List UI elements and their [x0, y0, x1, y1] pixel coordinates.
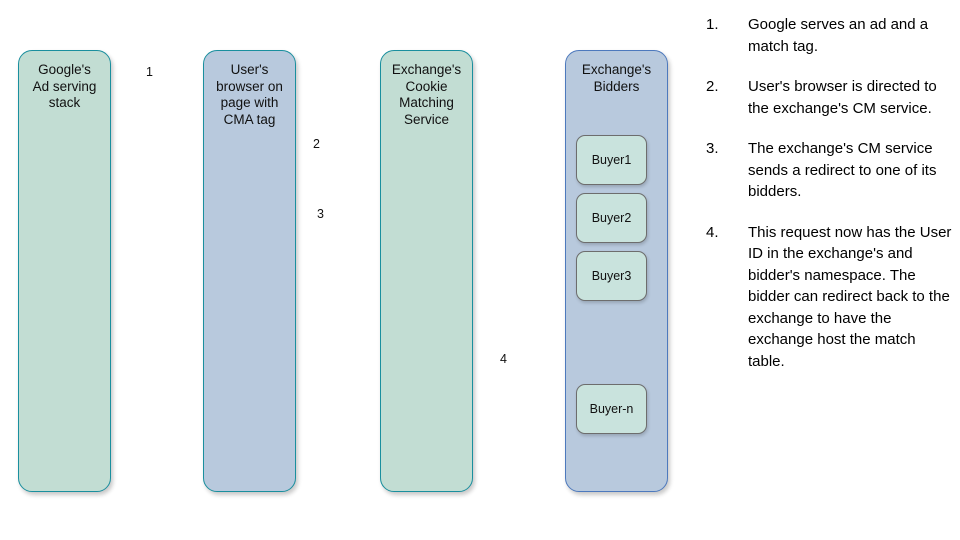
- step-number: 4.: [706, 223, 719, 241]
- step-number: 2.: [706, 78, 719, 95]
- node-exchange-cookie-matching-service: Exchange's Cookie Matching Service: [380, 50, 473, 492]
- buyer-chip: Buyer3: [576, 251, 647, 301]
- buyer-label: Buyer2: [591, 211, 632, 225]
- list-item: 2. User's browser is directed to the exc…: [706, 76, 952, 119]
- step-number: 1.: [706, 16, 719, 33]
- list-item: 4. This request now has the User ID in t…: [706, 222, 952, 373]
- step-text: User's browser is directed to the exchan…: [748, 78, 937, 117]
- step-text: This request now has the User ID in the …: [748, 223, 952, 370]
- buyer-label: Buyer1: [591, 153, 632, 167]
- buyer-chip: Buyer2: [576, 193, 647, 243]
- arrow-label-1: 1: [146, 65, 153, 79]
- node-label: Exchange's Bidders: [581, 62, 652, 94]
- node-user-browser: User's browser on page with CMA tag: [203, 50, 296, 492]
- buyer-label: Buyer-n: [589, 402, 634, 416]
- list-item: 3. The exchange's CM service sends a red…: [706, 138, 952, 203]
- buyer-label: Buyer3: [591, 269, 632, 283]
- step-text: Google serves an ad and a match tag.: [748, 16, 929, 55]
- step-number: 3.: [706, 140, 719, 157]
- arrow-label-4: 4: [500, 352, 507, 366]
- buyer-chip: Buyer1: [576, 135, 647, 185]
- node-label: Google's Ad serving stack: [32, 62, 97, 110]
- arrow-label-2: 2: [313, 137, 320, 151]
- node-google-ad-serving-stack: Google's Ad serving stack: [18, 50, 111, 492]
- list-item: 1. Google serves an ad and a match tag.: [706, 14, 952, 57]
- node-label: Exchange's Cookie Matching Service: [391, 62, 462, 127]
- steps-list: 1. Google serves an ad and a match tag. …: [706, 14, 952, 391]
- node-label: User's browser on page with CMA tag: [216, 62, 283, 127]
- step-text: The exchange's CM service sends a redire…: [748, 140, 937, 200]
- arrow-label-3: 3: [317, 207, 324, 221]
- buyer-chip: Buyer-n: [576, 384, 647, 434]
